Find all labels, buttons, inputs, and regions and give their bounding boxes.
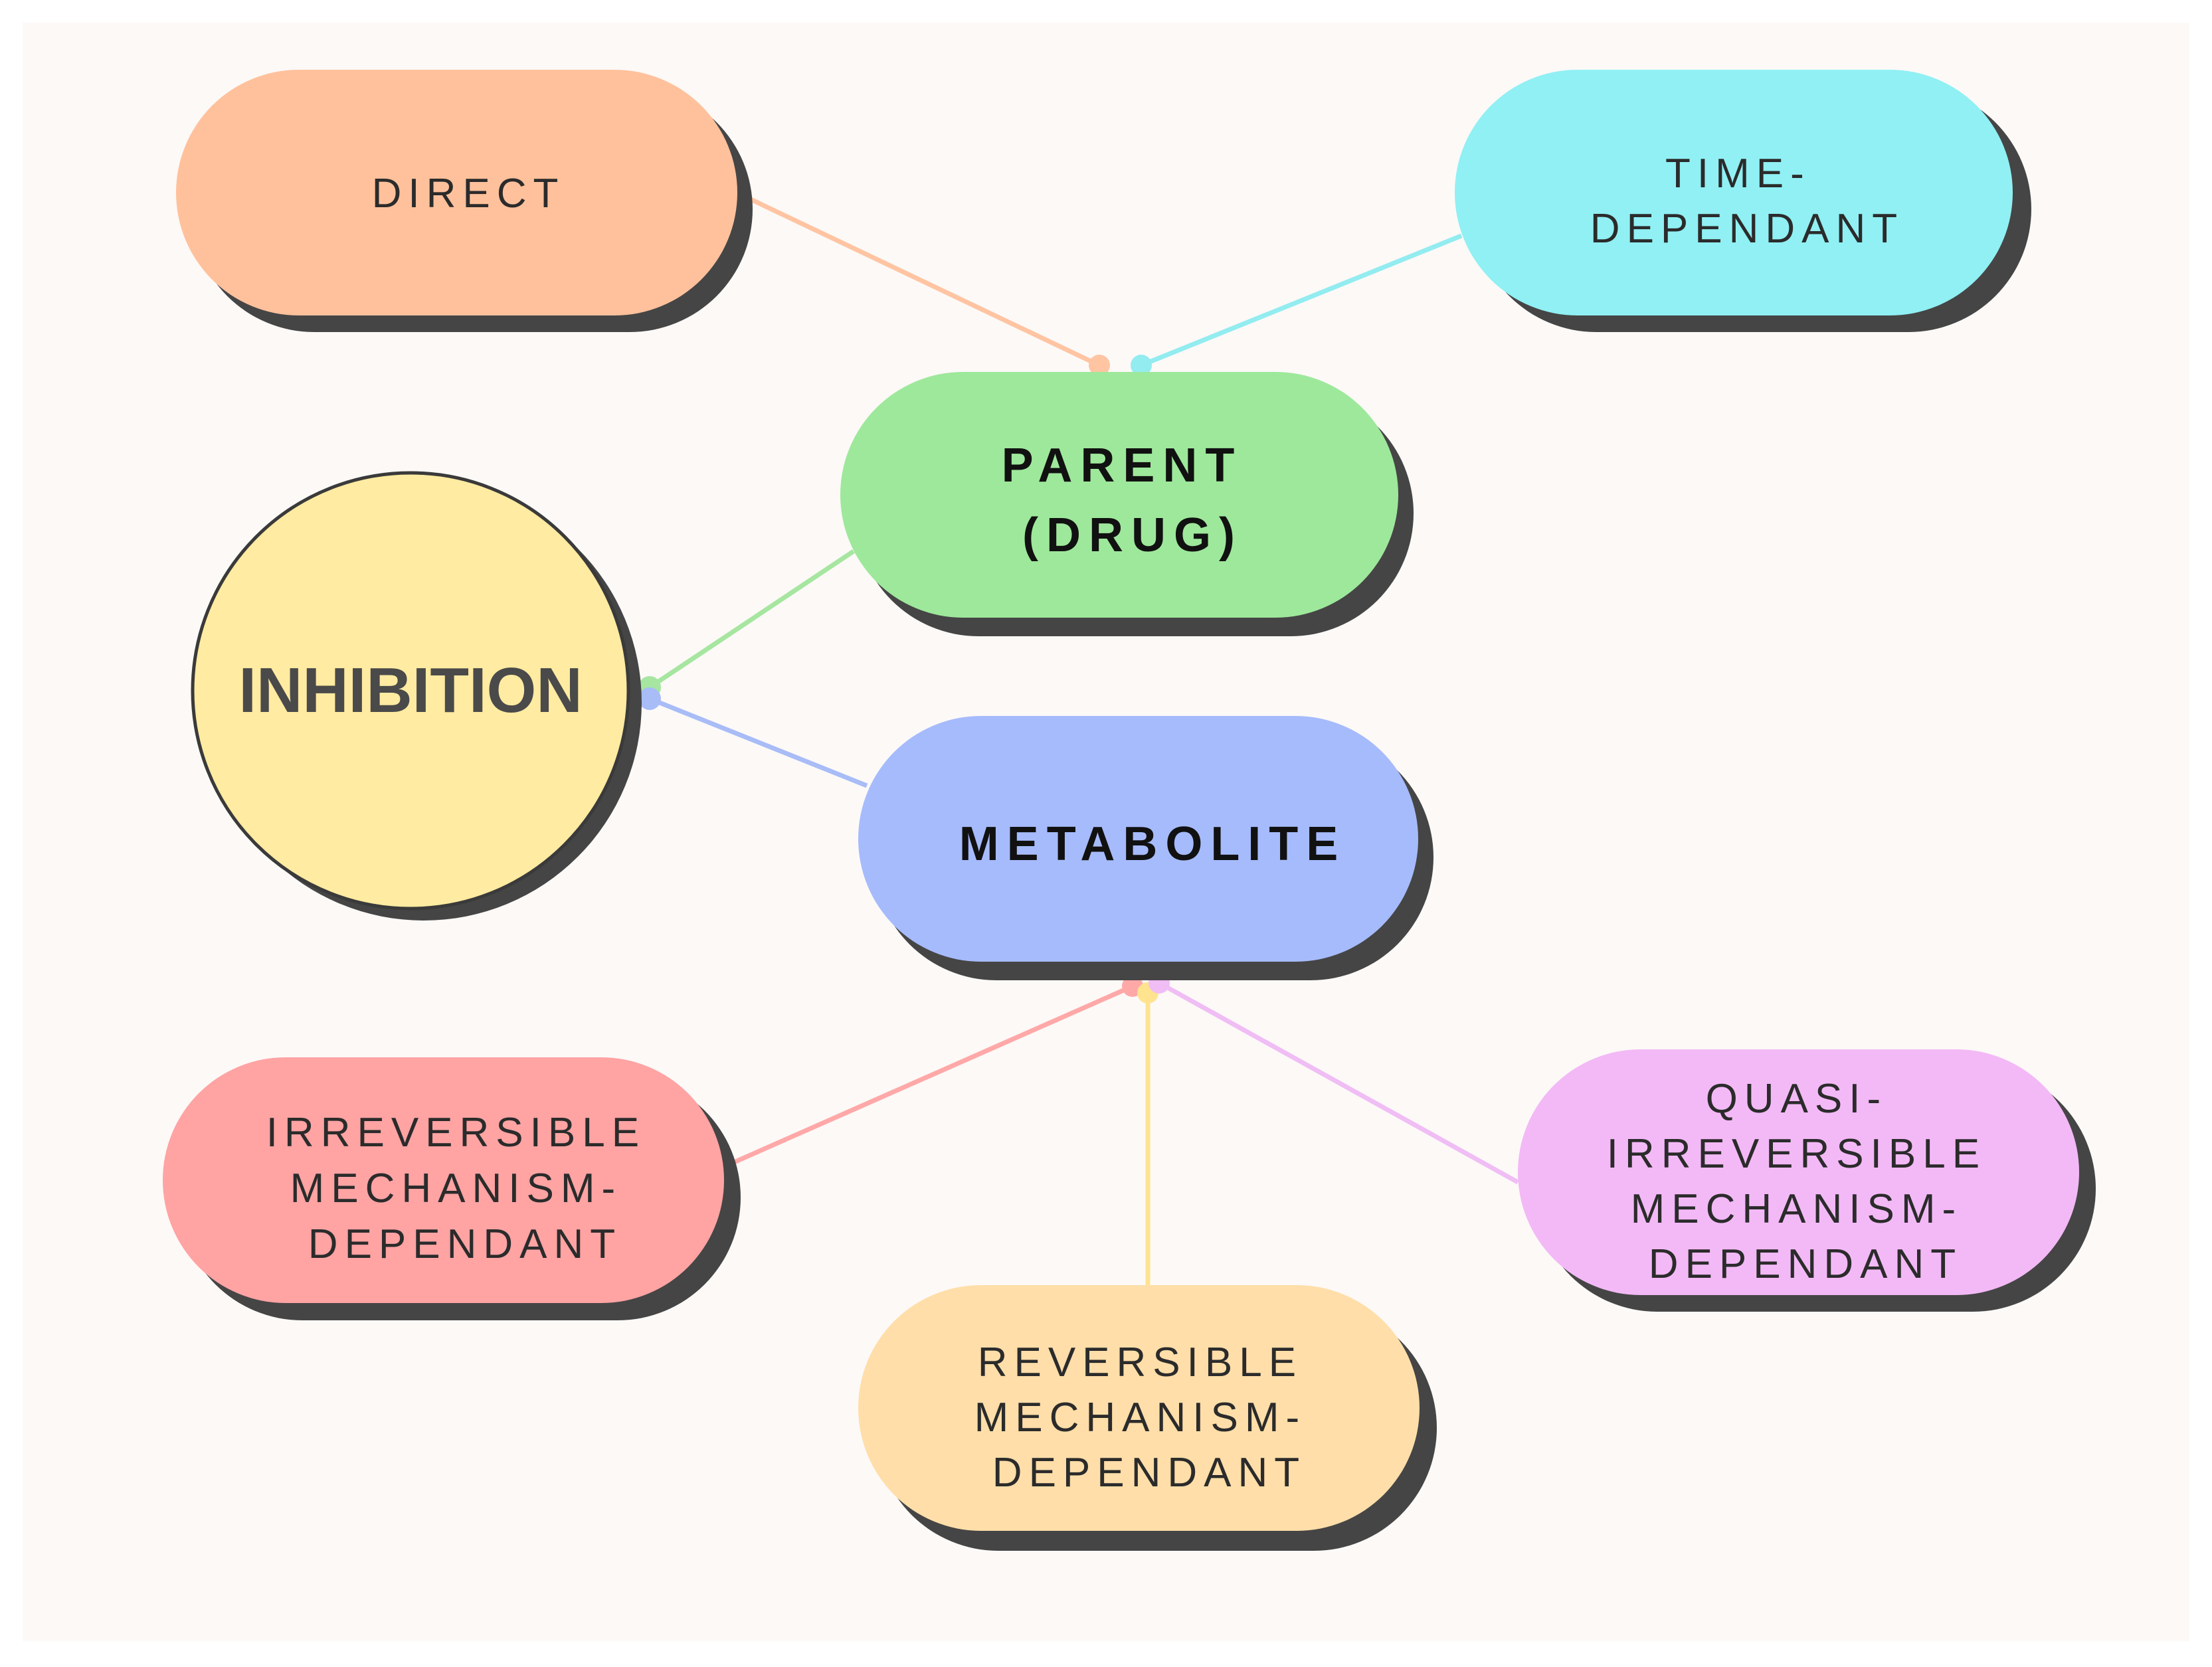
- node-direct-label: DIRECT: [372, 171, 565, 217]
- node-irreversible-label-line-1: IRREVERSIBLE: [266, 1110, 646, 1156]
- node-metabolite: METABOLITE: [858, 716, 1433, 980]
- node-quasi-irreversible-label-line-3: MECHANISM-: [1631, 1186, 1963, 1232]
- edge-dot-metabolite: [638, 687, 661, 710]
- edge-dot-time-dependant: [1131, 355, 1152, 376]
- edge-quasi-irreversible-metabolite: [1158, 980, 1519, 1185]
- node-reversible-label-line-3: DEPENDANT: [992, 1450, 1306, 1496]
- edge-time-dependant-parent: [1140, 233, 1463, 368]
- node-inhibition-circle: [191, 471, 630, 911]
- node-direct: DIRECT: [176, 70, 753, 332]
- node-quasi-irreversible: QUASI- IRREVERSIBLE MECHANISM- DEPENDANT: [1518, 1049, 2096, 1312]
- edge-direct-parent: [749, 197, 1101, 368]
- edge-parent-inhibition: [648, 549, 855, 689]
- node-quasi-irreversible-label: QUASI- IRREVERSIBLE MECHANISM- DEPENDANT: [1607, 1076, 2005, 1287]
- node-irreversible-label-line-2: MECHANISM-: [290, 1166, 622, 1211]
- node-reversible-label: REVERSIBLE MECHANISM- DEPENDANT: [974, 1340, 1325, 1496]
- node-time-dependant-label-line-1: TIME-: [1665, 151, 1811, 197]
- node-quasi-irreversible-label-line-2: IRREVERSIBLE: [1607, 1131, 1986, 1177]
- node-reversible: REVERSIBLE MECHANISM- DEPENDANT: [858, 1285, 1437, 1551]
- node-quasi-irreversible-pill: [1518, 1049, 2079, 1295]
- node-parent-pill: [840, 372, 1398, 618]
- edge-dot-direct: [1089, 355, 1110, 376]
- edges: [638, 197, 1519, 1285]
- node-parent-label: PARENT (DRUG): [1002, 439, 1264, 562]
- node-irreversible-label: IRREVERSIBLE MECHANISM- DEPENDANT: [266, 1110, 664, 1267]
- node-time-dependant-label-line-2: DEPENDANT: [1590, 206, 1904, 252]
- node-reversible-label-line-2: MECHANISM-: [974, 1395, 1307, 1441]
- node-quasi-irreversible-label-line-4: DEPENDANT: [1649, 1241, 1962, 1287]
- node-quasi-irreversible-label-line-1: QUASI-: [1706, 1076, 1888, 1122]
- node-parent: PARENT (DRUG): [840, 372, 1414, 636]
- node-irreversible-label-line-3: DEPENDANT: [308, 1221, 622, 1267]
- node-time-dependant-label: TIME- DEPENDANT: [1590, 151, 1904, 252]
- node-inhibition-label: INHIBITION: [238, 655, 582, 726]
- node-reversible-label-line-1: REVERSIBLE: [978, 1340, 1303, 1385]
- node-irreversible: IRREVERSIBLE MECHANISM- DEPENDANT: [163, 1057, 741, 1320]
- node-irreversible-pill: [163, 1057, 724, 1303]
- node-direct-pill: [176, 70, 737, 315]
- node-parent-label-line-2: (DRUG): [1022, 509, 1243, 562]
- node-inhibition: INHIBITION: [191, 471, 642, 921]
- node-reversible-pill: [858, 1285, 1420, 1531]
- edge-irreversible-metabolite: [733, 984, 1134, 1165]
- node-time-dependant: TIME- DEPENDANT: [1455, 70, 2031, 332]
- node-time-dependant-pill: [1455, 70, 2013, 315]
- edge-metabolite-inhibition: [648, 696, 868, 788]
- node-parent-label-line-1: PARENT: [1002, 439, 1243, 492]
- node-metabolite-label: METABOLITE: [959, 818, 1346, 871]
- node-metabolite-pill: [858, 716, 1418, 962]
